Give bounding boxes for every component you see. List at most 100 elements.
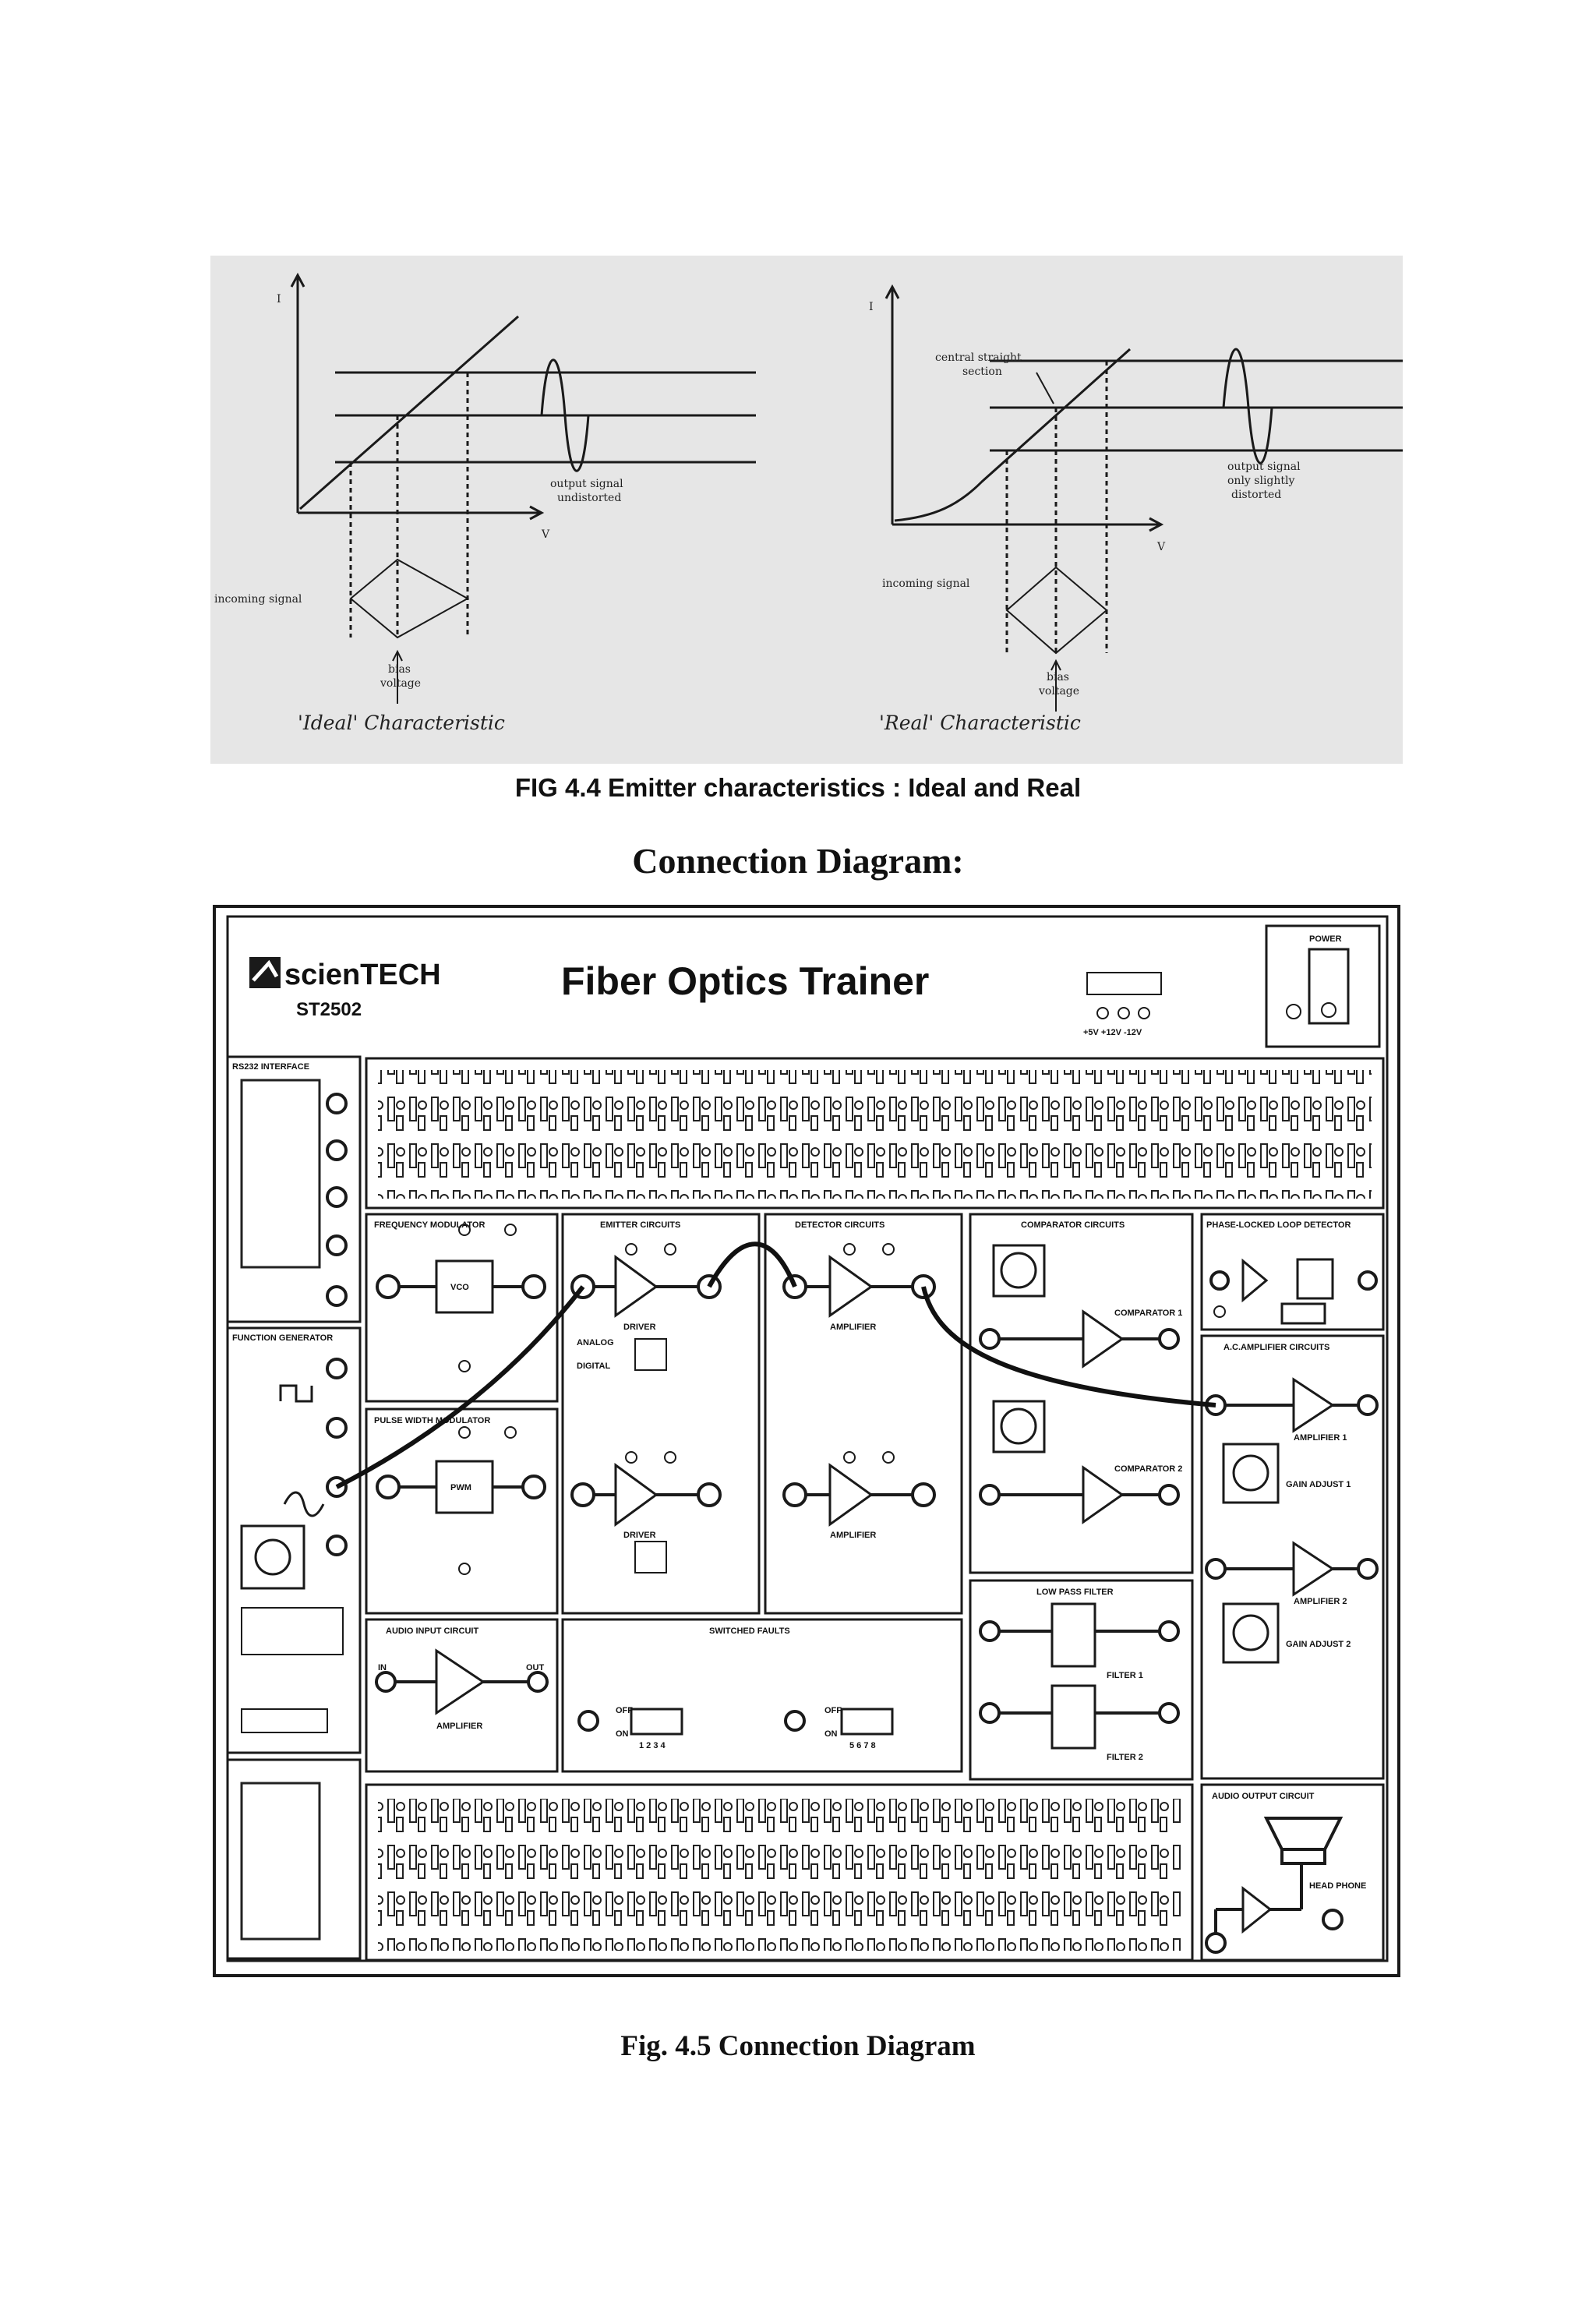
function-generator-title: FUNCTION GENERATOR xyxy=(232,1333,333,1343)
audio-input-panel xyxy=(365,1618,559,1773)
supply-labels: +5V +12V -12V xyxy=(1083,1028,1142,1037)
real-y-label: I xyxy=(869,301,874,313)
detector-amp-2-icon xyxy=(828,1463,874,1527)
figure-4-5-caption: Fig. 4.5 Connection Diagram xyxy=(620,2030,976,2062)
emitter-panel xyxy=(561,1213,761,1615)
real-output-label-3: distorted xyxy=(1231,489,1281,501)
top-strip-components xyxy=(378,1070,1372,1199)
detector-panel xyxy=(764,1213,963,1615)
bottom-component-strip xyxy=(365,1783,1194,1962)
audio-in-label: IN xyxy=(378,1663,387,1672)
audio-output-title: AUDIO OUTPUT CIRCUIT xyxy=(1212,1792,1315,1801)
fault-on-label-2: ON xyxy=(824,1729,838,1739)
ac-amp-2-icon xyxy=(1292,1541,1335,1597)
speaker-icon xyxy=(1263,1817,1344,1851)
filter-2-block xyxy=(1050,1684,1096,1750)
digital-label: DIGITAL xyxy=(577,1362,610,1371)
frequency-modulator-title: FREQUENCY MODULATOR xyxy=(374,1220,485,1230)
fault-switches-1-4[interactable] xyxy=(630,1708,683,1736)
detector-title: DETECTOR CIRCUITS xyxy=(795,1220,885,1230)
comparator-title: COMPARATOR CIRCUITS xyxy=(1021,1220,1125,1230)
low-pass-filter-title: LOW PASS FILTER xyxy=(1036,1588,1114,1597)
audio-output-panel xyxy=(1200,1783,1385,1962)
trainer-title: Fiber Optics Trainer xyxy=(561,959,929,1003)
audio-input-amp-icon xyxy=(435,1648,486,1715)
gain-adjust-1-label: GAIN ADJUST 1 xyxy=(1286,1480,1351,1489)
detector-amp-1-label: AMPLIFIER xyxy=(830,1323,876,1332)
analog-label: ANALOG xyxy=(577,1338,614,1347)
audio-input-amp-label: AMPLIFIER xyxy=(436,1722,482,1731)
driver-2-label: DRIVER xyxy=(623,1531,656,1540)
detector-amp-2-label: AMPLIFIER xyxy=(830,1531,876,1540)
frequency-knob[interactable] xyxy=(254,1538,291,1576)
pwm-label: PWM xyxy=(450,1483,471,1492)
low-pass-filter-panel xyxy=(969,1579,1194,1781)
ideal-bias-label-2: voltage xyxy=(380,677,421,690)
comparator-2-icon xyxy=(1082,1465,1125,1524)
fault-off-label-2: OFF xyxy=(824,1706,842,1715)
real-bias-label: bias xyxy=(1047,671,1069,683)
power-box xyxy=(1265,924,1381,1048)
square-wave-icon xyxy=(279,1384,313,1403)
comparator-2-label: COMPARATOR 2 xyxy=(1114,1464,1182,1474)
rs232-panel xyxy=(226,1055,362,1323)
ideal-y-label: I xyxy=(277,293,281,306)
real-input-label: incoming signal xyxy=(882,577,970,590)
wire-sine-to-emitter[interactable] xyxy=(335,1285,585,1489)
audio-output-amp-icon xyxy=(1241,1885,1273,1934)
wire-fiber-link[interactable] xyxy=(707,1241,797,1288)
model-number: ST2502 xyxy=(296,999,362,1020)
amplifier-2-label: AMPLIFIER 2 xyxy=(1294,1597,1347,1606)
emitter-title: EMITTER CIRCUITS xyxy=(600,1220,680,1230)
power-label: POWER xyxy=(1309,934,1342,944)
gain-adjust-2-label: GAIN ADJUST 2 xyxy=(1286,1640,1351,1649)
ideal-output-label: output signal xyxy=(550,478,623,490)
connection-diagram-heading: Connection Diagram: xyxy=(632,841,964,881)
driver-1-label: DRIVER xyxy=(623,1323,656,1332)
ideal-title: 'Ideal' Characteristic xyxy=(298,712,505,734)
comparator-1-knob[interactable] xyxy=(1000,1252,1037,1289)
pll-panel xyxy=(1200,1213,1385,1331)
emitter-characteristics-graphs: I V output signal undistorted incoming s… xyxy=(214,272,1403,734)
gain-adjust-2-knob[interactable] xyxy=(1232,1614,1269,1651)
wire-detector-to-ac-amp[interactable] xyxy=(921,1286,1216,1407)
comparator-1-label: COMPARATOR 1 xyxy=(1114,1309,1182,1318)
fault-off-label-1: OFF xyxy=(616,1706,633,1715)
fault-on-label-1: ON xyxy=(616,1729,629,1739)
switched-faults-panel xyxy=(561,1618,963,1773)
dip-switch[interactable] xyxy=(241,1708,328,1733)
comparator-2-knob[interactable] xyxy=(1000,1407,1037,1445)
audio-out-label: OUT xyxy=(526,1663,545,1672)
gain-adjust-1-knob[interactable] xyxy=(1232,1454,1269,1492)
real-x-label: V xyxy=(1156,541,1166,553)
filter-1-label: FILTER 1 xyxy=(1107,1671,1143,1680)
ac-amplifier-title: A.C.AMPLIFIER CIRCUITS xyxy=(1223,1343,1329,1352)
ideal-output-wave xyxy=(540,358,590,472)
faults-1-4-label: 1 2 3 4 xyxy=(639,1741,666,1750)
ideal-bias-label: bias xyxy=(388,663,411,676)
ideal-x-label: V xyxy=(541,528,550,541)
head-phone-label: HEAD PHONE xyxy=(1309,1881,1366,1891)
pwm-panel xyxy=(365,1407,559,1615)
sine-wave-icon xyxy=(283,1491,325,1517)
headphone-jack[interactable] xyxy=(1322,1909,1344,1930)
brand-name: scienTECH xyxy=(284,959,441,991)
board-outline xyxy=(213,905,1400,1977)
rs232-title: RS232 INTERFACE xyxy=(232,1062,309,1072)
bottom-strip-components xyxy=(378,1799,1181,1951)
ac-amp-1-icon xyxy=(1292,1377,1335,1433)
filter-2-label: FILTER 2 xyxy=(1107,1753,1143,1762)
ideal-characteristic-line xyxy=(299,315,519,510)
real-title: 'Real' Characteristic xyxy=(879,712,1081,734)
top-component-strip xyxy=(365,1057,1385,1210)
amplifier-1-label: AMPLIFIER 1 xyxy=(1294,1433,1347,1443)
pwm-title: PULSE WIDTH MODULATOR xyxy=(374,1416,490,1425)
detector-amp-1-icon xyxy=(828,1255,874,1318)
scientech-logo-icon xyxy=(249,957,281,988)
ideal-output-label-2: undistorted xyxy=(557,492,621,504)
real-output-wave xyxy=(1222,348,1273,464)
fault-switches-5-8[interactable] xyxy=(840,1708,894,1736)
audio-input-title: AUDIO INPUT CIRCUIT xyxy=(386,1626,478,1636)
frequency-modulator-panel xyxy=(365,1213,559,1403)
emitter-driver-1-icon xyxy=(614,1255,659,1318)
